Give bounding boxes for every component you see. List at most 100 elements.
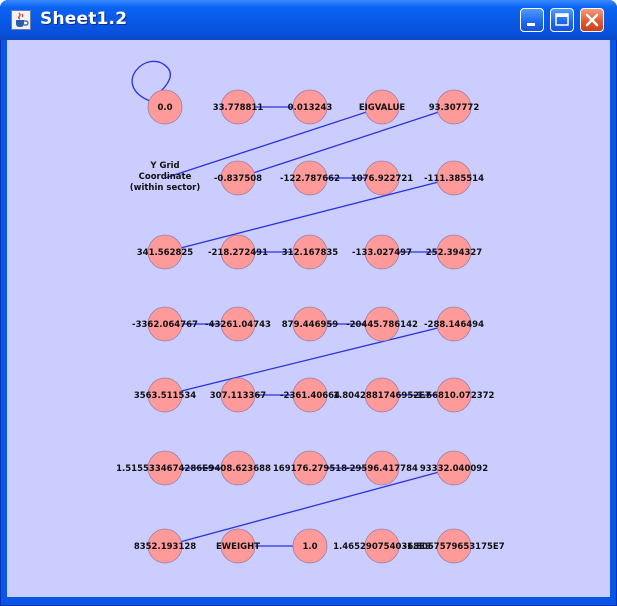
graph-node[interactable]: -218.272491 bbox=[208, 234, 268, 270]
graph-edge[interactable] bbox=[237, 106, 455, 179]
node-circle[interactable] bbox=[147, 528, 183, 564]
graph-edge[interactable] bbox=[164, 106, 383, 179]
node-circle[interactable] bbox=[220, 377, 256, 413]
node-label: 93332.040092 bbox=[420, 464, 488, 474]
self-loop-edge[interactable] bbox=[131, 60, 171, 102]
graph-node[interactable]: 93332.040092 bbox=[420, 450, 488, 486]
graph-node[interactable]: -2361.40664 bbox=[280, 377, 340, 413]
graph-node[interactable]: -0.837508 bbox=[214, 160, 262, 196]
node-circle[interactable] bbox=[436, 450, 472, 486]
node-circle[interactable] bbox=[147, 89, 183, 125]
graph-node[interactable]: -9408.623688 bbox=[205, 450, 271, 486]
node-circle[interactable] bbox=[436, 377, 472, 413]
node-label: -0.837508 bbox=[214, 174, 262, 184]
node-label: 307.113367 bbox=[210, 391, 267, 401]
node-label: 312.167835 bbox=[282, 248, 339, 258]
graph-node[interactable]: EWEIGHT bbox=[216, 528, 260, 564]
node-label: 0.0 bbox=[157, 103, 172, 113]
node-label: -29596.417784 bbox=[346, 464, 418, 474]
node-circle[interactable] bbox=[292, 306, 328, 342]
graph-node[interactable]: 1.0 bbox=[292, 528, 328, 564]
node-circle[interactable] bbox=[292, 377, 328, 413]
node-circle[interactable] bbox=[364, 377, 400, 413]
graph-node[interactable]: -288.146494 bbox=[424, 306, 484, 342]
graph-edge[interactable] bbox=[164, 177, 455, 253]
node-label: -3362.064767 bbox=[132, 320, 198, 330]
node-label: -122.787662 bbox=[280, 174, 340, 184]
node-circle[interactable] bbox=[436, 306, 472, 342]
graph-node[interactable]: -29596.417784 bbox=[346, 450, 418, 486]
graph-node[interactable]: -1.8057579653175E7 bbox=[403, 528, 505, 564]
close-button[interactable] bbox=[580, 8, 604, 32]
graph-edge[interactable] bbox=[164, 323, 455, 396]
graph-node[interactable]: 169176.279518 bbox=[273, 450, 347, 486]
graph-node[interactable]: -1.66810.072372 bbox=[414, 377, 495, 413]
node-circle[interactable] bbox=[147, 306, 183, 342]
title-bar[interactable]: Sheet1.2 bbox=[0, 0, 617, 40]
graph-node[interactable]: -133.027497 bbox=[352, 234, 412, 270]
node-circle[interactable] bbox=[292, 89, 328, 125]
node-circle[interactable] bbox=[364, 450, 400, 486]
node-label: 1.0 bbox=[302, 542, 317, 552]
node-label: 33.778811 bbox=[213, 103, 264, 113]
node-circle[interactable] bbox=[364, 528, 400, 564]
node-circle[interactable] bbox=[364, 89, 400, 125]
graph-view[interactable]: 0.0 33.778811 0.013243 EIGVALUE 93.307772 Y G… bbox=[7, 40, 610, 597]
node-circle[interactable] bbox=[220, 89, 256, 125]
graph-node[interactable]: 307.113367 bbox=[210, 377, 267, 413]
graph-canvas[interactable]: 0.0 33.778811 0.013243 EIGVALUE 93.307772 Y G… bbox=[7, 40, 610, 597]
node-circle[interactable] bbox=[147, 234, 183, 270]
graph-node[interactable]: 252.394327 bbox=[426, 234, 483, 270]
node-circle[interactable] bbox=[220, 160, 256, 196]
graph-node[interactable]: -122.787662 bbox=[280, 160, 340, 196]
graph-node[interactable]: -3362.064767 bbox=[132, 306, 198, 342]
node-circle[interactable] bbox=[436, 160, 472, 196]
graph-node[interactable]: 879.446959 bbox=[282, 306, 339, 342]
node-circle[interactable] bbox=[364, 160, 400, 196]
node-circle[interactable] bbox=[436, 234, 472, 270]
graph-node[interactable]: 3563.511534 bbox=[134, 377, 196, 413]
graph-node[interactable]: 1.5155334674286E9 bbox=[116, 450, 214, 486]
node-circle[interactable] bbox=[147, 450, 183, 486]
graph-node[interactable]: 0.0 bbox=[147, 89, 183, 125]
node-circle[interactable] bbox=[220, 234, 256, 270]
node-label: 3563.511534 bbox=[134, 391, 196, 401]
node-label: 252.394327 bbox=[426, 248, 483, 258]
node-circle[interactable] bbox=[220, 528, 256, 564]
node-circle[interactable] bbox=[220, 450, 256, 486]
graph-node[interactable]: 8352.193128 bbox=[134, 528, 196, 564]
node-label: 879.446959 bbox=[282, 320, 339, 330]
graph-node[interactable]: 0.013243 bbox=[288, 89, 333, 125]
graph-node[interactable]: 312.167835 bbox=[282, 234, 339, 270]
node-circle[interactable] bbox=[292, 528, 328, 564]
node-circle[interactable] bbox=[364, 306, 400, 342]
maximize-button[interactable] bbox=[550, 8, 574, 32]
graph-node[interactable]: 341.562825 bbox=[137, 234, 194, 270]
node-label: 1.4652907540368E9 bbox=[333, 542, 431, 552]
graph-node[interactable]: 93.307772 bbox=[429, 89, 480, 125]
node-label: 93.307772 bbox=[429, 103, 480, 113]
minimize-button[interactable] bbox=[520, 8, 544, 32]
node-circle[interactable] bbox=[436, 89, 472, 125]
graph-node[interactable]: 33.778811 bbox=[213, 89, 264, 125]
graph-edge[interactable] bbox=[164, 467, 455, 547]
node-circle[interactable] bbox=[220, 306, 256, 342]
graph-node[interactable]: -43261.04743 bbox=[205, 306, 271, 342]
node-circle[interactable] bbox=[292, 160, 328, 196]
graph-node[interactable]: -20445.786142 bbox=[346, 306, 418, 342]
graph-node[interactable]: 1.4652907540368E9 bbox=[333, 528, 431, 564]
graph-node[interactable]: 1076.922721 bbox=[351, 160, 413, 196]
graph-node[interactable]: -111.385514 bbox=[424, 160, 484, 196]
java-cup-icon[interactable] bbox=[11, 10, 31, 30]
node-circle[interactable] bbox=[364, 234, 400, 270]
node-circle[interactable] bbox=[147, 377, 183, 413]
graph-node[interactable]: 1.8042881746952E7 bbox=[333, 377, 431, 413]
graph-node[interactable]: EIGVALUE bbox=[359, 89, 406, 125]
node-circle[interactable] bbox=[292, 234, 328, 270]
node-circle[interactable] bbox=[292, 450, 328, 486]
node-label: -288.146494 bbox=[424, 320, 484, 330]
node-label: 8352.193128 bbox=[134, 542, 196, 552]
node-circle[interactable] bbox=[436, 528, 472, 564]
